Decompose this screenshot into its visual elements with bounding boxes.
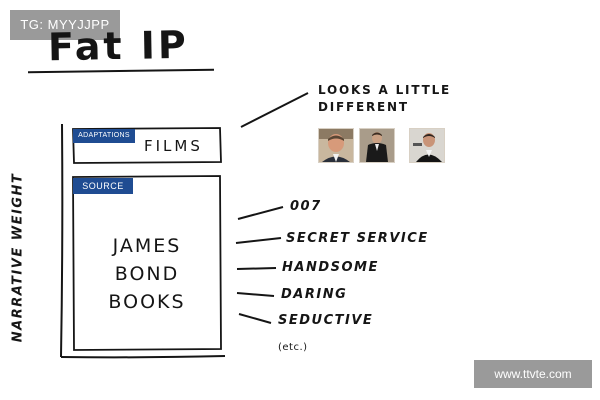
y-axis-line: [60, 123, 64, 358]
callout-line-1: LOOKS A LITTLE: [318, 83, 452, 97]
attr-line-daring: [236, 292, 275, 297]
attribute-daring: DARING: [281, 287, 348, 302]
tg-badge: TG: MYYJJPP: [10, 10, 120, 40]
adaptations-text: FILMS: [144, 137, 203, 155]
callout-looks-different: LOOKS A LITTLE DIFFERENT: [318, 82, 451, 116]
actor-portrait-2-icon: [359, 128, 395, 163]
source-box: [72, 175, 222, 351]
actor-portrait-1-icon: [318, 128, 354, 163]
etc-note: (etc.): [278, 342, 308, 353]
attr-line-seductive: [238, 313, 272, 324]
attr-line-secret-service: [235, 237, 282, 244]
adaptations-tag: ADAPTATIONS: [73, 129, 135, 143]
source-line-1: JAMES: [112, 235, 182, 257]
attribute-secret-service: SECRET SERVICE: [286, 231, 429, 246]
callout-line-2: DIFFERENT: [318, 100, 409, 114]
attr-line-007: [237, 206, 284, 220]
x-axis-line: [60, 355, 226, 359]
source-line-3: BOOKS: [108, 291, 186, 313]
adaptations-box: [72, 127, 222, 164]
attribute-handsome: HANDSOME: [282, 260, 379, 275]
actor-portrait-3-icon: [409, 128, 445, 163]
attribute-seductive: SEDUCTIVE: [278, 313, 374, 328]
source-tag: SOURCE: [73, 178, 133, 194]
source-text: JAMES BOND BOOKS: [92, 232, 202, 316]
attr-line-handsome: [236, 267, 277, 270]
y-axis-label: NARRATIVE WEIGHT: [10, 172, 26, 343]
attribute-007: 007: [290, 199, 322, 214]
watermark-badge: www.ttvte.com: [474, 360, 592, 388]
callout-line-top: [240, 92, 309, 128]
source-line-2: BOND: [114, 263, 180, 285]
